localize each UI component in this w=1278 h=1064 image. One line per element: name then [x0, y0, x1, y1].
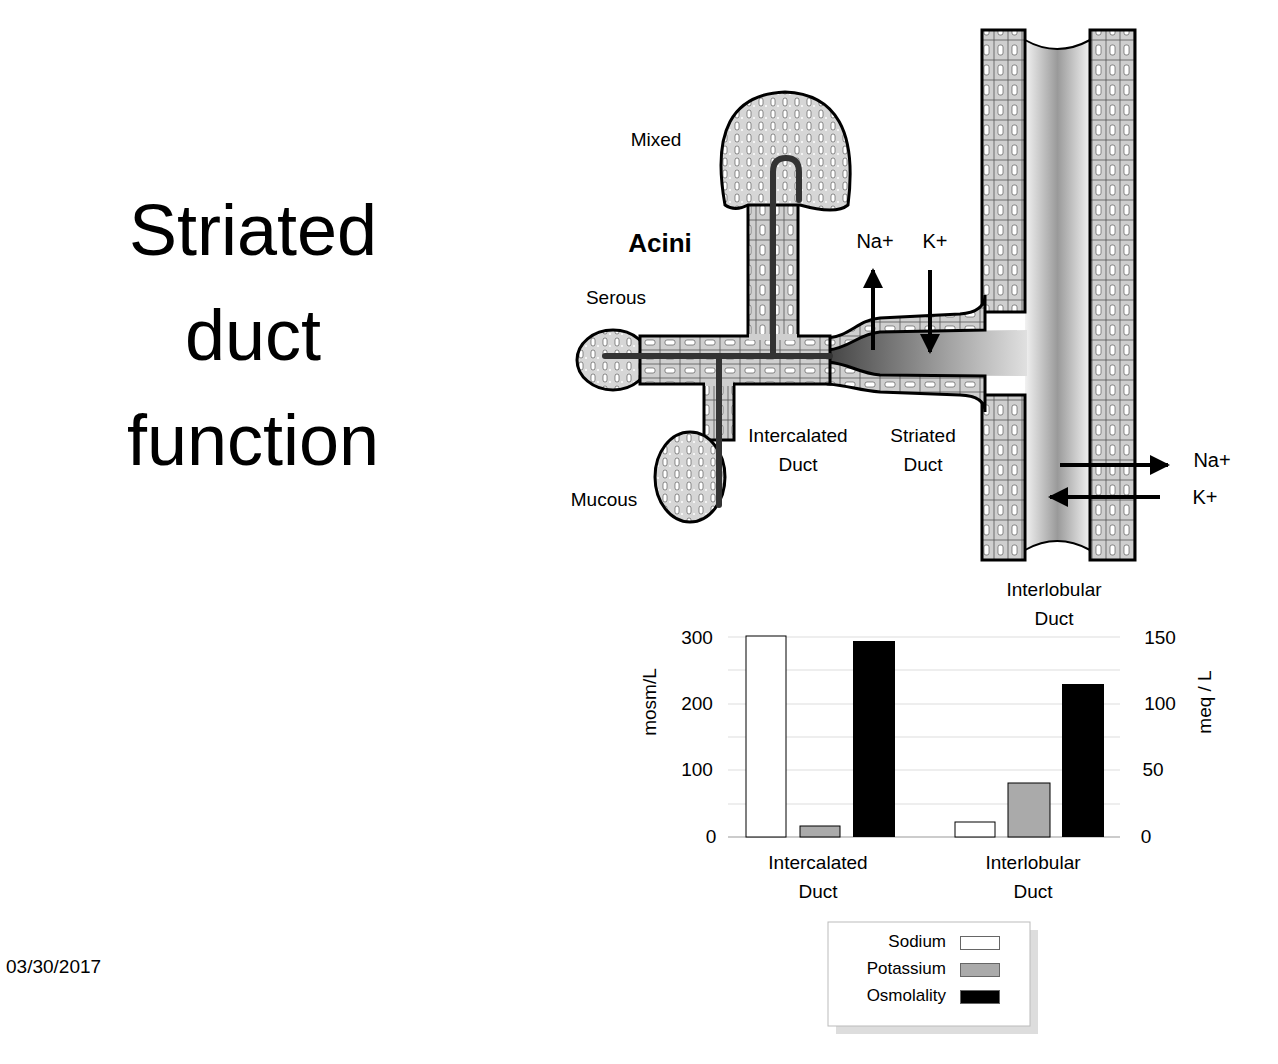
axis-tick: 50	[1142, 756, 1163, 785]
acinus-label: Mixed	[631, 126, 682, 155]
axis-tick: 300	[681, 624, 713, 653]
ion-label: K+	[1192, 482, 1217, 512]
axis-tick: 200	[681, 690, 713, 719]
category-label: Interlobular Duct	[969, 849, 1097, 906]
acinus-label: Mucous	[571, 486, 638, 515]
legend-text: Potassium	[867, 959, 946, 979]
axis-tick: 100	[681, 756, 713, 785]
category-label: Intercalated Duct	[753, 849, 883, 906]
axis-tick: 0	[706, 823, 717, 852]
legend-swatch	[960, 963, 1000, 977]
axis-tick: 100	[1144, 690, 1176, 719]
axis-title: mosm/L	[636, 668, 665, 736]
acinus-label: Serous	[586, 284, 646, 313]
bar-chart	[728, 636, 1120, 837]
legend-swatch	[960, 990, 1000, 1004]
duct-label: Interlobular Duct	[990, 576, 1118, 633]
ion-label: Na+	[856, 226, 893, 256]
ion-label: K+	[922, 226, 947, 256]
group-label: Acini	[628, 224, 692, 263]
axis-tick: 150	[1144, 624, 1176, 653]
ion-label: Na+	[1193, 445, 1230, 475]
date-footer: 03/30/2017	[6, 953, 101, 982]
axis-title: meq / L	[1191, 670, 1220, 733]
legend-text: Osmolality	[867, 986, 946, 1006]
duct-label: Striated Duct	[877, 422, 969, 479]
legend-text: Sodium	[888, 932, 946, 952]
legend-swatch	[960, 936, 1000, 950]
slide-title: Striated duct function	[93, 178, 413, 493]
axis-tick: 0	[1141, 823, 1152, 852]
duct-label: Intercalated Duct	[733, 422, 863, 479]
